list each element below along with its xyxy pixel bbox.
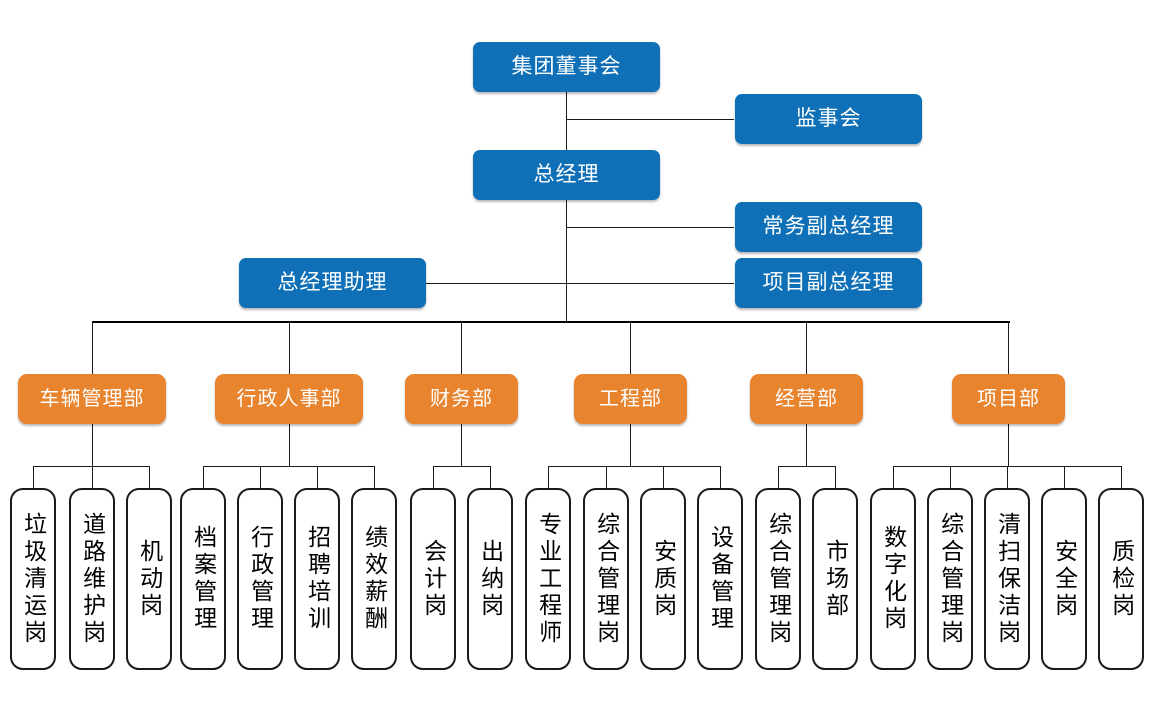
leafdrop-0-0: [33, 466, 34, 488]
leafdrop-2-1: [490, 466, 491, 488]
leafdrop-4-0: [778, 466, 779, 488]
dept-vehicle-management[interactable]: 车辆管理部: [18, 374, 166, 424]
stem-dept-3: [630, 424, 631, 466]
position-box[interactable]: 市场部: [812, 488, 858, 670]
stem-dept-2: [461, 424, 462, 466]
node-supervisory-board[interactable]: 监事会: [735, 94, 922, 144]
position-box[interactable]: 招聘培训: [294, 488, 340, 670]
position-box[interactable]: 会计岗: [410, 488, 456, 670]
position-box[interactable]: 专业工程师: [525, 488, 571, 670]
position-box[interactable]: 档案管理: [180, 488, 226, 670]
node-gm-assistant[interactable]: 总经理助理: [239, 258, 426, 308]
stem-dept-5: [1008, 424, 1009, 466]
position-box[interactable]: 出纳岗: [467, 488, 513, 670]
dept-finance[interactable]: 财务部: [405, 374, 518, 424]
drop-dept-4: [806, 321, 807, 374]
rail-dept-2: [433, 466, 491, 467]
leafdrop-5-1: [950, 466, 951, 488]
rail-dept-3: [548, 466, 721, 467]
drop-dept-0: [92, 321, 93, 374]
leafdrop-5-2: [1007, 466, 1008, 488]
connector-gm-to-assistant: [426, 283, 567, 284]
leafdrop-3-0: [548, 466, 549, 488]
leafdrop-0-1: [92, 466, 93, 488]
node-general-manager[interactable]: 总经理: [473, 150, 660, 200]
position-box[interactable]: 道路维护岗: [69, 488, 115, 670]
leafdrop-3-1: [606, 466, 607, 488]
connector-board-to-supervisory: [566, 119, 734, 120]
leafdrop-4-1: [835, 466, 836, 488]
drop-dept-5: [1008, 321, 1009, 374]
connector-board-to-gm: [566, 92, 567, 150]
stem-dept-4: [806, 424, 807, 466]
drop-dept-2: [461, 321, 462, 374]
node-project-deputy-gm[interactable]: 项目副总经理: [735, 258, 922, 308]
leafdrop-5-4: [1121, 466, 1122, 488]
dept-project[interactable]: 项目部: [952, 374, 1065, 424]
node-executive-deputy-gm[interactable]: 常务副总经理: [735, 202, 922, 252]
position-box[interactable]: 数字化岗: [870, 488, 916, 670]
leafdrop-3-3: [720, 466, 721, 488]
dept-operations[interactable]: 经营部: [750, 374, 863, 424]
dept-engineering[interactable]: 工程部: [574, 374, 687, 424]
position-box[interactable]: 安全岗: [1041, 488, 1087, 670]
connector-gm-spine: [566, 200, 567, 322]
position-box[interactable]: 机动岗: [126, 488, 172, 670]
rail-dept-4: [778, 466, 836, 467]
connector-gm-to-project-deputy: [566, 283, 734, 284]
leafdrop-0-2: [149, 466, 150, 488]
drop-dept-3: [630, 321, 631, 374]
rail-dept-1: [203, 466, 375, 467]
position-box[interactable]: 综合管理岗: [927, 488, 973, 670]
dept-admin-hr[interactable]: 行政人事部: [215, 374, 363, 424]
rail-dept-0: [33, 466, 150, 467]
stem-dept-0: [92, 424, 93, 466]
leafdrop-1-3: [374, 466, 375, 488]
position-box[interactable]: 综合管理岗: [755, 488, 801, 670]
leafdrop-1-2: [317, 466, 318, 488]
leafdrop-5-3: [1064, 466, 1065, 488]
position-box[interactable]: 综合管理岗: [583, 488, 629, 670]
position-box[interactable]: 行政管理: [237, 488, 283, 670]
position-box[interactable]: 安质岗: [640, 488, 686, 670]
drop-dept-1: [289, 321, 290, 374]
leafdrop-1-0: [203, 466, 204, 488]
leafdrop-2-0: [433, 466, 434, 488]
stem-dept-1: [289, 424, 290, 466]
position-box[interactable]: 垃圾清运岗: [10, 488, 56, 670]
position-box[interactable]: 质检岗: [1098, 488, 1144, 670]
node-board-of-directors[interactable]: 集团董事会: [473, 42, 660, 92]
leafdrop-5-0: [893, 466, 894, 488]
position-box[interactable]: 清扫保洁岗: [984, 488, 1030, 670]
connector-gm-to-exec-deputy: [566, 227, 734, 228]
leafdrop-1-1: [260, 466, 261, 488]
main-bus-bar: [92, 321, 1010, 323]
position-box[interactable]: 绩效薪酬: [351, 488, 397, 670]
position-box[interactable]: 设备管理: [697, 488, 743, 670]
leafdrop-3-2: [663, 466, 664, 488]
